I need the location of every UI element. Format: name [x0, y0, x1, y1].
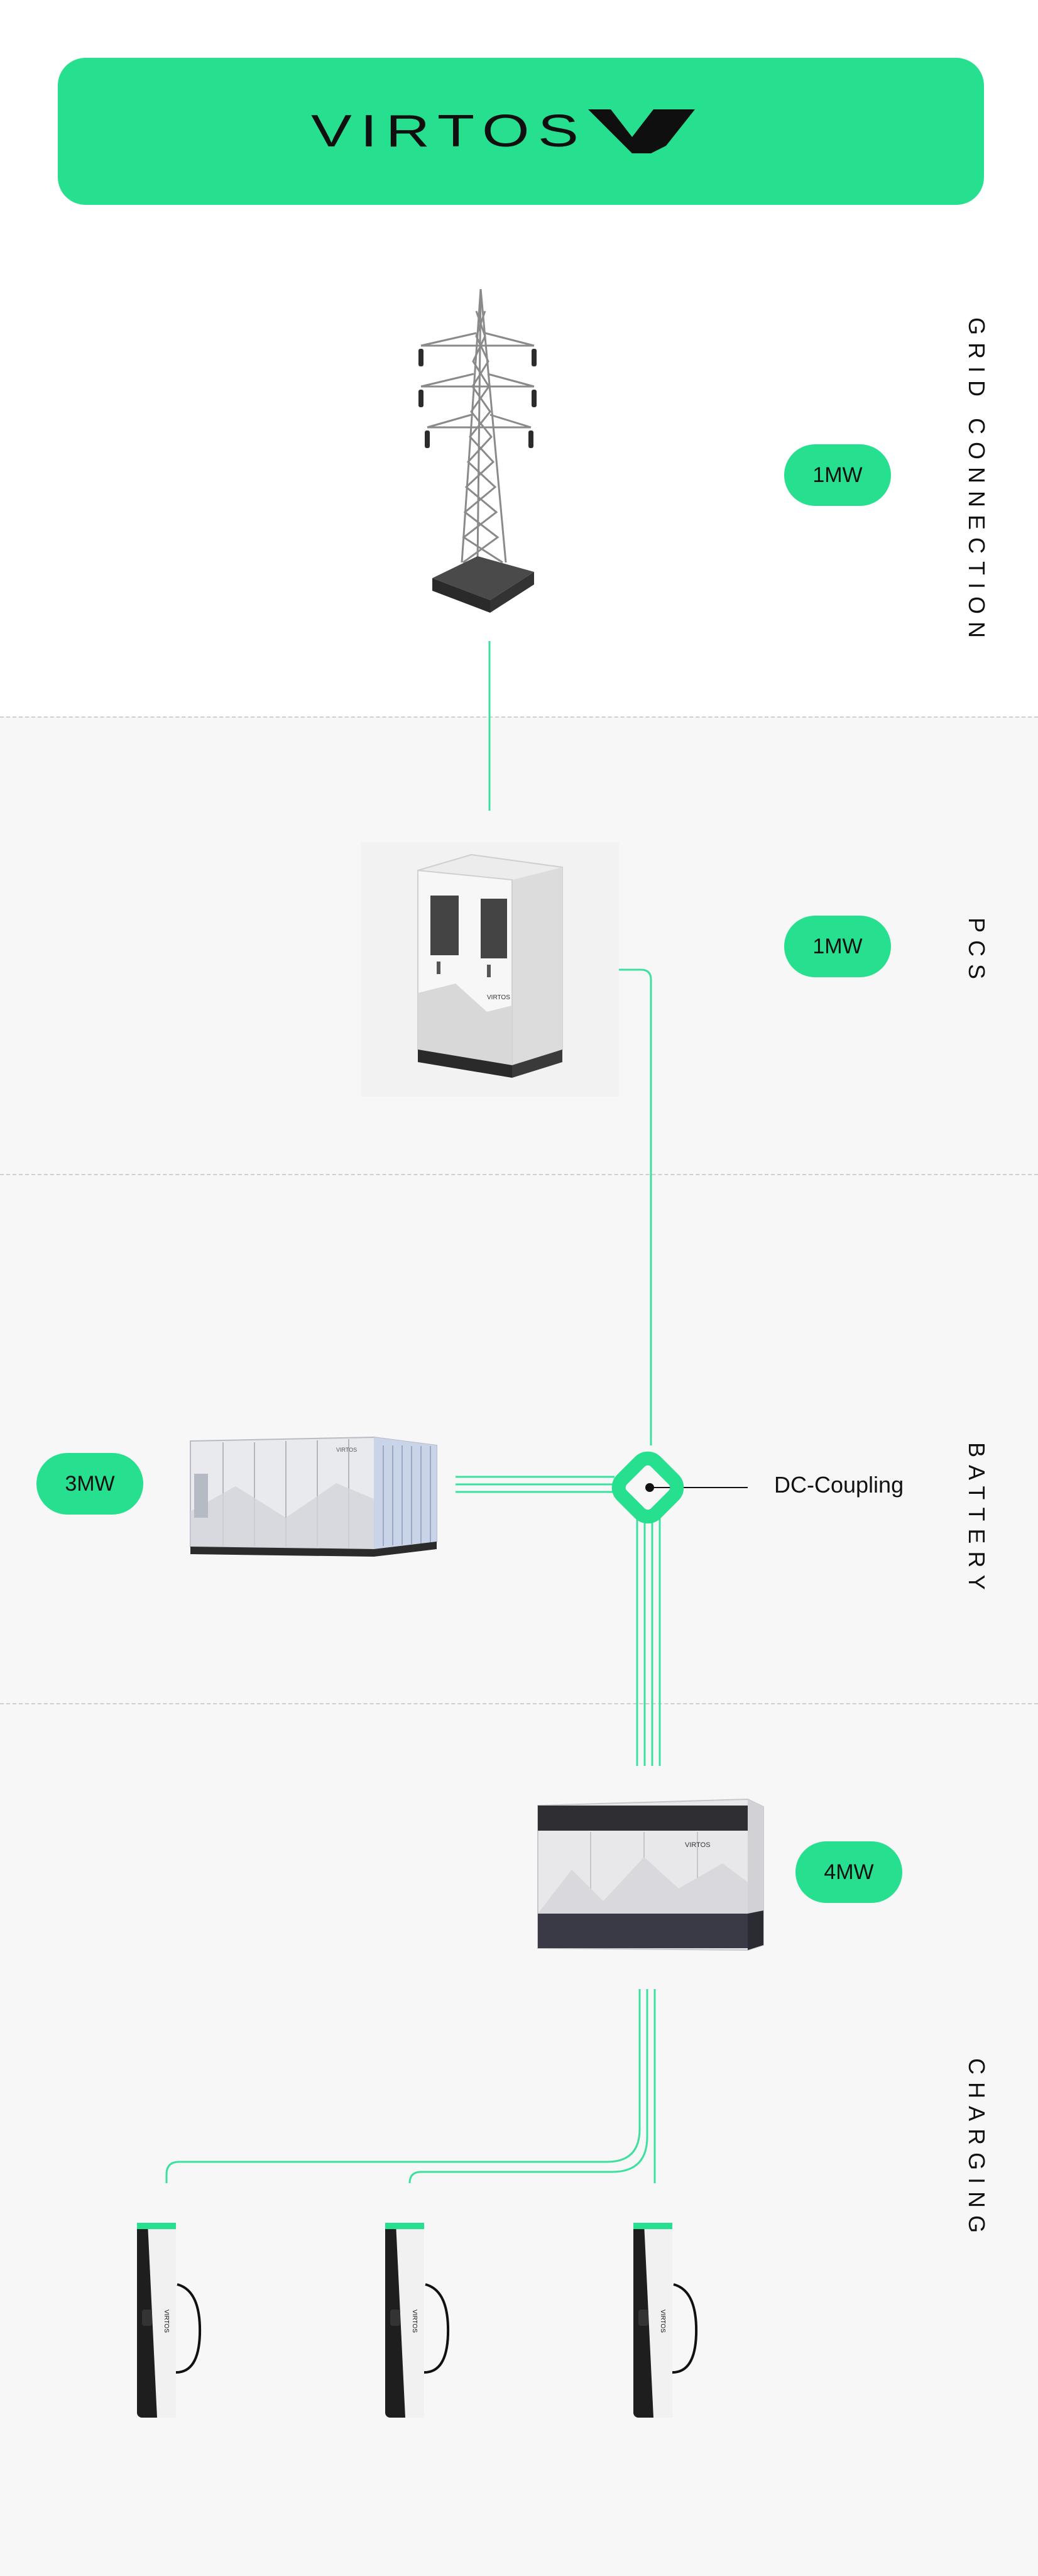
svg-text:VIRTOS: VIRTOS — [685, 1841, 711, 1849]
charging-power-badge: 4MW — [795, 1841, 902, 1903]
section-label-grid-connection: GRID CONNECTION — [964, 317, 990, 645]
battery-container-icon: VIRTOS — [190, 1436, 437, 1557]
svg-text:VIRTOS: VIRTOS — [336, 1447, 357, 1453]
ev-charger-icon: VIRTOS — [385, 2223, 450, 2418]
ev-charger-icon: VIRTOS — [137, 2223, 202, 2418]
battery-power-badge: 3MW — [36, 1453, 143, 1515]
virtos-v-mark-icon — [587, 109, 695, 153]
dc-coupling-label: DC-Coupling — [774, 1472, 904, 1498]
svg-text:VIRTOS: VIRTOS — [487, 994, 510, 1001]
svg-text:VIRTOS: VIRTOS — [659, 2310, 666, 2333]
svg-text:VIRTOS: VIRTOS — [411, 2310, 418, 2333]
ev-charger-icon: VIRTOS — [633, 2223, 698, 2418]
power-cabinet-icon: VIRTOS — [537, 1798, 764, 1951]
transmission-tower-icon — [418, 288, 537, 613]
section-divider — [0, 716, 1038, 718]
section-label-charging: CHARGING — [964, 2058, 990, 2241]
section-divider — [0, 1703, 1038, 1704]
grid-power-badge: 1MW — [784, 444, 891, 506]
svg-text:VIRTOS: VIRTOS — [163, 2310, 170, 2333]
pcs-cabinet-icon: VIRTOS — [361, 842, 619, 1097]
dc-coupling-icon — [611, 1451, 684, 1524]
brand-header: VIRTOS — [58, 58, 984, 205]
pcs-power-badge: 1MW — [784, 916, 891, 977]
battery-section — [0, 1174, 1038, 1703]
section-divider — [0, 1174, 1038, 1175]
section-label-battery: BATTERY — [964, 1442, 990, 1598]
section-label-pcs: PCS — [964, 918, 990, 987]
brand-logo-text: VIRTOS — [311, 106, 587, 156]
